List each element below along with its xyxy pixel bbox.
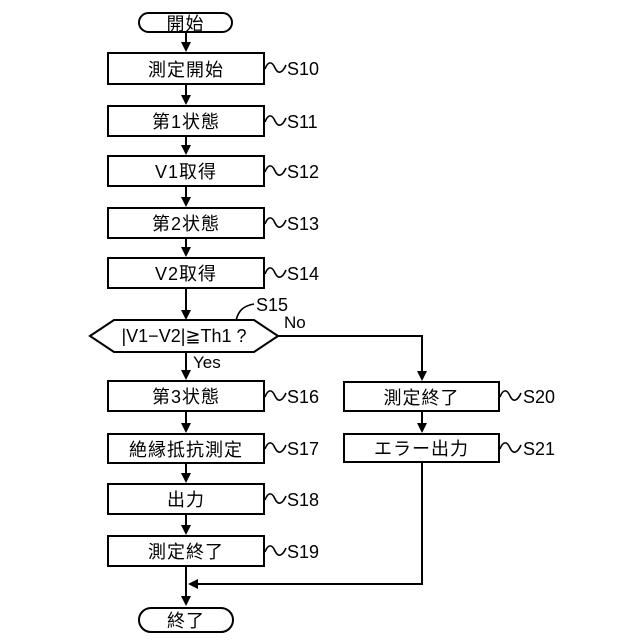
step-label-s12: S12: [287, 162, 320, 182]
arrow-down-icon: [417, 423, 427, 433]
step-label-s17: S17: [287, 439, 320, 459]
step-label-s21: S21: [523, 439, 556, 459]
process-s10: 測定開始: [107, 52, 265, 85]
process-s13-label: 第2状態: [151, 214, 220, 234]
process-s10-label: 測定開始: [148, 59, 224, 80]
process-s16-label: 第3状態: [151, 387, 220, 407]
arrow-down-icon: [181, 525, 191, 535]
branch-label-yes: Yes: [193, 353, 221, 372]
tilde-s18: [264, 493, 287, 504]
arrow-down-icon: [181, 370, 191, 380]
arrow-down-icon: [181, 42, 191, 52]
process-s21-label: エラー出力: [374, 439, 469, 459]
process-s20: 測定終了: [343, 381, 500, 412]
arrow-down-icon: [181, 473, 191, 483]
step-label-s18: S18: [287, 490, 320, 510]
step-label-tildes: [235, 62, 522, 556]
arrow-down-icon: [181, 145, 191, 155]
step-label-s19: S19: [287, 542, 320, 562]
step-label-s10: S10: [287, 59, 320, 79]
tilde-s17: [264, 442, 287, 453]
tilde-s12: [264, 165, 287, 176]
tilde-s14: [264, 267, 287, 278]
terminal-start: 開始: [138, 12, 233, 34]
process-s12: V1取得: [107, 155, 265, 187]
process-s17-label: 絶縁抵抗測定: [129, 439, 243, 460]
process-s18: 出力: [107, 483, 265, 515]
arrow-down-icon: [417, 371, 427, 381]
process-s13: 第2状態: [107, 207, 265, 239]
tilde-s16: [264, 390, 287, 401]
step-label-s11: S11: [287, 112, 318, 132]
process-s21: エラー出力: [343, 433, 500, 463]
arrow-left-icon: [188, 579, 198, 589]
process-s11: 第1状態: [107, 105, 265, 137]
process-s20-label: 測定終了: [383, 387, 460, 408]
step-label-s13: S13: [287, 214, 320, 234]
arrow-down-icon: [181, 310, 191, 320]
process-s14-label: V2取得: [154, 264, 218, 284]
process-s17: 絶縁抵抗測定: [107, 433, 265, 464]
process-s19-label: 測定終了: [148, 542, 224, 562]
arrow-down-icon: [181, 95, 191, 105]
arrow-down-icon: [181, 423, 191, 433]
decision-hexagon: [88, 319, 280, 353]
terminal-end-label: 終了: [167, 611, 205, 631]
terminal-start-label: 開始: [166, 13, 205, 34]
process-s18-label: 出力: [167, 490, 205, 510]
tilde-s19: [264, 545, 287, 556]
process-s16: 第3状態: [107, 380, 265, 412]
arrow-down-icon: [181, 247, 191, 257]
process-s14: V2取得: [107, 257, 265, 289]
tilde-s15: [235, 303, 255, 322]
tilde-s20: [499, 390, 522, 401]
arrow-down-icon: [181, 197, 191, 207]
tilde-s13: [264, 217, 287, 228]
tilde-s21: [499, 442, 522, 453]
step-label-s16: S16: [287, 387, 320, 407]
connector-lines: [185, 33, 423, 604]
terminal-end: 終了: [138, 607, 234, 633]
process-s12-label: V1取得: [154, 162, 218, 182]
tilde-s11: [264, 115, 287, 126]
step-label-s20: S20: [523, 387, 556, 407]
step-label-s15: S15: [256, 295, 289, 315]
arrow-down-icon: [181, 596, 191, 606]
step-label-s14: S14: [287, 264, 320, 284]
process-s19: 測定終了: [107, 535, 265, 567]
branch-label-no: No: [284, 313, 306, 332]
tilde-s10: [264, 62, 287, 73]
decision-s15-label: |V1−V2|≧Th1 ?: [121, 325, 247, 346]
process-s11-label: 第1状態: [151, 112, 220, 132]
arrowheads: [181, 42, 427, 606]
